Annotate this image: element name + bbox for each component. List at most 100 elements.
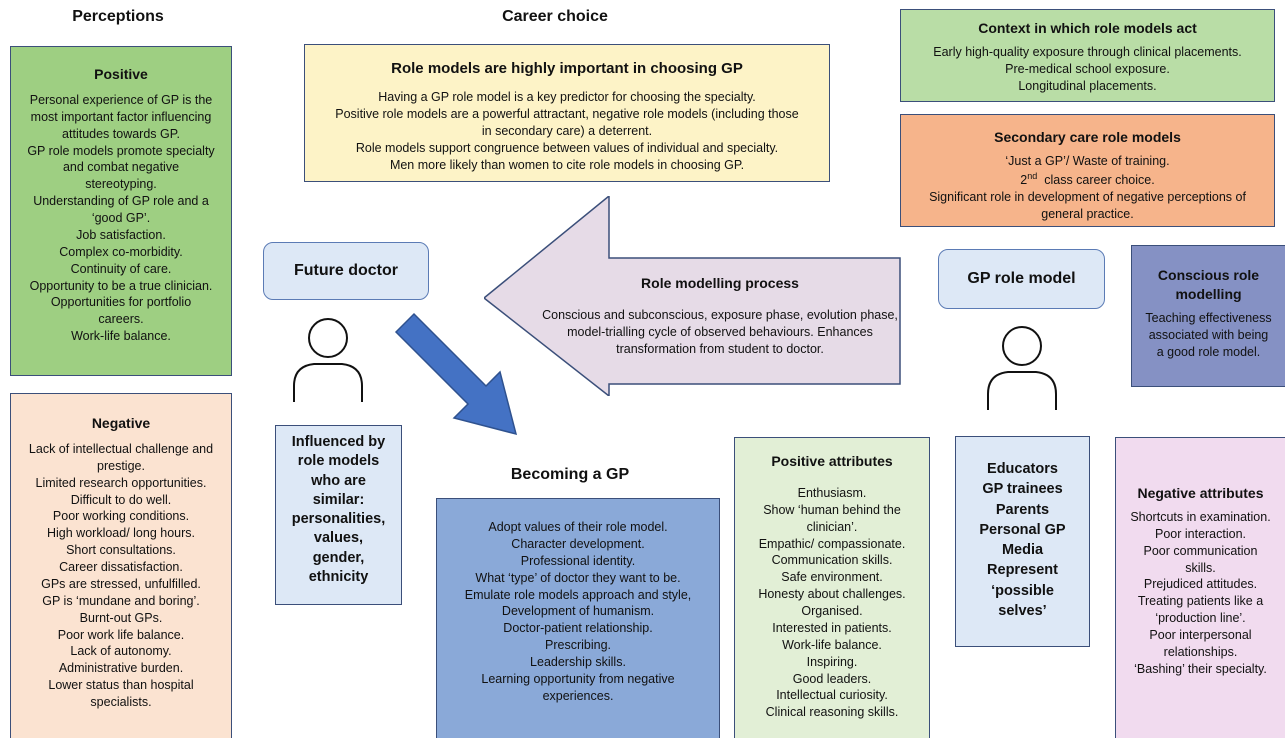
process-title: Role modelling process xyxy=(641,275,799,291)
negative-line: High workload/ long hours. xyxy=(47,526,195,541)
positive-line: Complex co-morbidity. xyxy=(59,244,183,259)
influenced-line: Influenced by xyxy=(291,434,386,450)
influenced-line: gender, xyxy=(312,549,365,566)
becoming-line: Development of humanism. xyxy=(501,604,655,619)
positive-attribute: Enthusiasm. xyxy=(797,485,867,500)
positive-line: stereotyping. xyxy=(85,177,157,192)
negative-line: Lower status than hospital xyxy=(48,678,194,693)
negative-attribute: Prejudiced attitudes. xyxy=(1143,577,1258,592)
negative-attributes-title: Negative attributes xyxy=(1137,485,1264,501)
conscious-title-line: Conscious role xyxy=(1157,267,1260,283)
positive-attribute: Honesty about challenges. xyxy=(758,587,906,602)
negative-line: Lack of autonomy. xyxy=(70,644,172,659)
career-box-line: in secondary care) a deterrent. xyxy=(481,124,653,138)
positive-title: Positive xyxy=(94,66,148,82)
becoming-line: Doctor-patient relationship. xyxy=(503,621,653,636)
conscious-title: Conscious role modelling xyxy=(1138,266,1279,304)
becoming-line: Professional identity. xyxy=(520,553,636,568)
influenced-line: role models xyxy=(297,453,380,470)
context-line: Early high-quality exposure through clin… xyxy=(933,44,1242,59)
negative-line: Career dissatisfaction. xyxy=(59,560,183,575)
secondary-title: Secondary care role models xyxy=(994,129,1181,145)
positive-attribute: Good leaders. xyxy=(792,671,872,686)
negative-attribute: Poor interpersonal xyxy=(1149,628,1252,643)
heading-becoming-gp: Becoming a GP xyxy=(510,466,630,483)
conscious-line: associated with being xyxy=(1148,327,1269,342)
context-line: Longitudinal placements. xyxy=(1018,78,1157,93)
negative-title: Negative xyxy=(91,415,151,431)
secondary-line-2-text: class career choice. xyxy=(1044,172,1155,187)
role-model-source: Personal GP xyxy=(979,521,1066,538)
negative-line: GP is ‘mundane and boring’. xyxy=(42,593,200,608)
negative-attribute: ‘Bashing’ their specialty. xyxy=(1134,661,1267,676)
negative-perceptions-box: Negative Lack of intellectual challenge … xyxy=(10,393,232,738)
negative-attribute: relationships. xyxy=(1163,644,1238,659)
blue-arrow-icon xyxy=(394,312,518,436)
person-icon xyxy=(987,326,1057,410)
positive-attribute: Clinical reasoning skills. xyxy=(765,705,899,720)
positive-line: most important factor influencing xyxy=(30,109,212,124)
negative-attributes-box: Negative attributes Shortcuts in examina… xyxy=(1115,437,1285,738)
context-line: Pre-medical school exposure. xyxy=(1005,61,1170,76)
context-box: Context in which role models act Early h… xyxy=(900,9,1275,102)
positive-attributes-title: Positive attributes xyxy=(771,453,893,469)
role-modelling-arrow xyxy=(484,196,901,396)
becoming-line: Prescribing. xyxy=(545,638,611,653)
role-model-source: Media xyxy=(1001,542,1044,559)
positive-line: Personal experience of GP is the xyxy=(29,92,213,107)
negative-lines: Lack of intellectual challenge and prest… xyxy=(17,441,225,711)
positive-line: Continuity of care. xyxy=(70,261,172,276)
person-icon xyxy=(293,318,363,402)
role-model-source: selves’ xyxy=(998,603,1047,620)
positive-line: Work-life balance. xyxy=(71,329,171,344)
negative-line: Limited research opportunities. xyxy=(35,475,207,490)
becoming-line: experiences. xyxy=(542,688,614,703)
becoming-line: Learning opportunity from negative xyxy=(481,671,675,686)
influenced-line: ethnicity xyxy=(308,568,369,585)
negative-attribute: Shortcuts in examination. xyxy=(1130,509,1271,524)
influenced-line: who are xyxy=(311,472,366,489)
positive-line: attitudes towards GP. xyxy=(62,126,180,141)
negative-line: prestige. xyxy=(97,458,145,473)
influenced-by-box: Influenced by role models who are simila… xyxy=(275,425,402,605)
conscious-line: a good role model. xyxy=(1156,344,1261,359)
positive-attribute: Show ‘human behind the xyxy=(763,502,901,517)
influenced-line: similar: xyxy=(312,491,365,508)
positive-line: Job satisfaction. xyxy=(76,227,166,242)
role-model-sources-box: Educators GP trainees Parents Personal G… xyxy=(955,436,1090,647)
secondary-ordinal: 2 xyxy=(1020,172,1028,187)
negative-attribute: ‘production line’. xyxy=(1155,611,1246,626)
positive-attribute: clinician’. xyxy=(806,519,858,534)
secondary-line: general practice. xyxy=(1041,206,1134,221)
secondary-care-box: Secondary care role models ‘Just a GP’/ … xyxy=(900,114,1275,227)
conscious-role-modelling-box: Conscious role modelling Teaching effect… xyxy=(1131,245,1285,387)
role-model-source: Represent xyxy=(987,562,1058,579)
secondary-ordinal-suffix: nd xyxy=(1027,170,1038,181)
becoming-line: What ‘type’ of doctor they want to be. xyxy=(475,570,681,585)
negative-line: Poor working conditions. xyxy=(52,509,190,524)
career-box-line: Role models support congruence between v… xyxy=(355,140,779,155)
secondary-line: ‘Just a GP’/ Waste of training. xyxy=(1005,153,1170,168)
conscious-title-line: modelling xyxy=(1175,285,1242,302)
positive-line: ‘good GP’. xyxy=(91,211,151,226)
positive-lines: Personal experience of GP is the most im… xyxy=(17,92,225,345)
future-doctor-label: Future doctor xyxy=(263,242,429,300)
career-box-title: Role models are highly important in choo… xyxy=(391,60,743,77)
negative-line: GPs are stressed, unfulfilled. xyxy=(41,576,201,591)
career-choice-box: Role models are highly important in choo… xyxy=(304,44,830,182)
role-model-source: Educators xyxy=(987,461,1058,477)
role-model-source: ‘possible xyxy=(991,582,1054,599)
process-text: Role modelling process Conscious and sub… xyxy=(540,274,900,358)
positive-attribute: Communication skills. xyxy=(771,553,893,568)
career-box-line: Having a GP role model is a key predicto… xyxy=(378,90,756,105)
secondary-line: Significant role in development of negat… xyxy=(929,189,1246,204)
positive-line: Opportunity to be a true clinician. xyxy=(29,278,213,293)
gp-role-model-label: GP role model xyxy=(938,249,1105,309)
career-box-line: Men more likely than women to cite role … xyxy=(389,157,745,172)
positive-attribute: Organised. xyxy=(801,604,863,619)
role-model-source: GP trainees xyxy=(982,481,1063,498)
negative-attribute: Poor interaction. xyxy=(1154,526,1247,541)
becoming-line: Leadership skills. xyxy=(530,655,626,669)
influenced-line: values, xyxy=(313,530,364,547)
becoming-line: Adopt values of their role model. xyxy=(488,520,668,534)
